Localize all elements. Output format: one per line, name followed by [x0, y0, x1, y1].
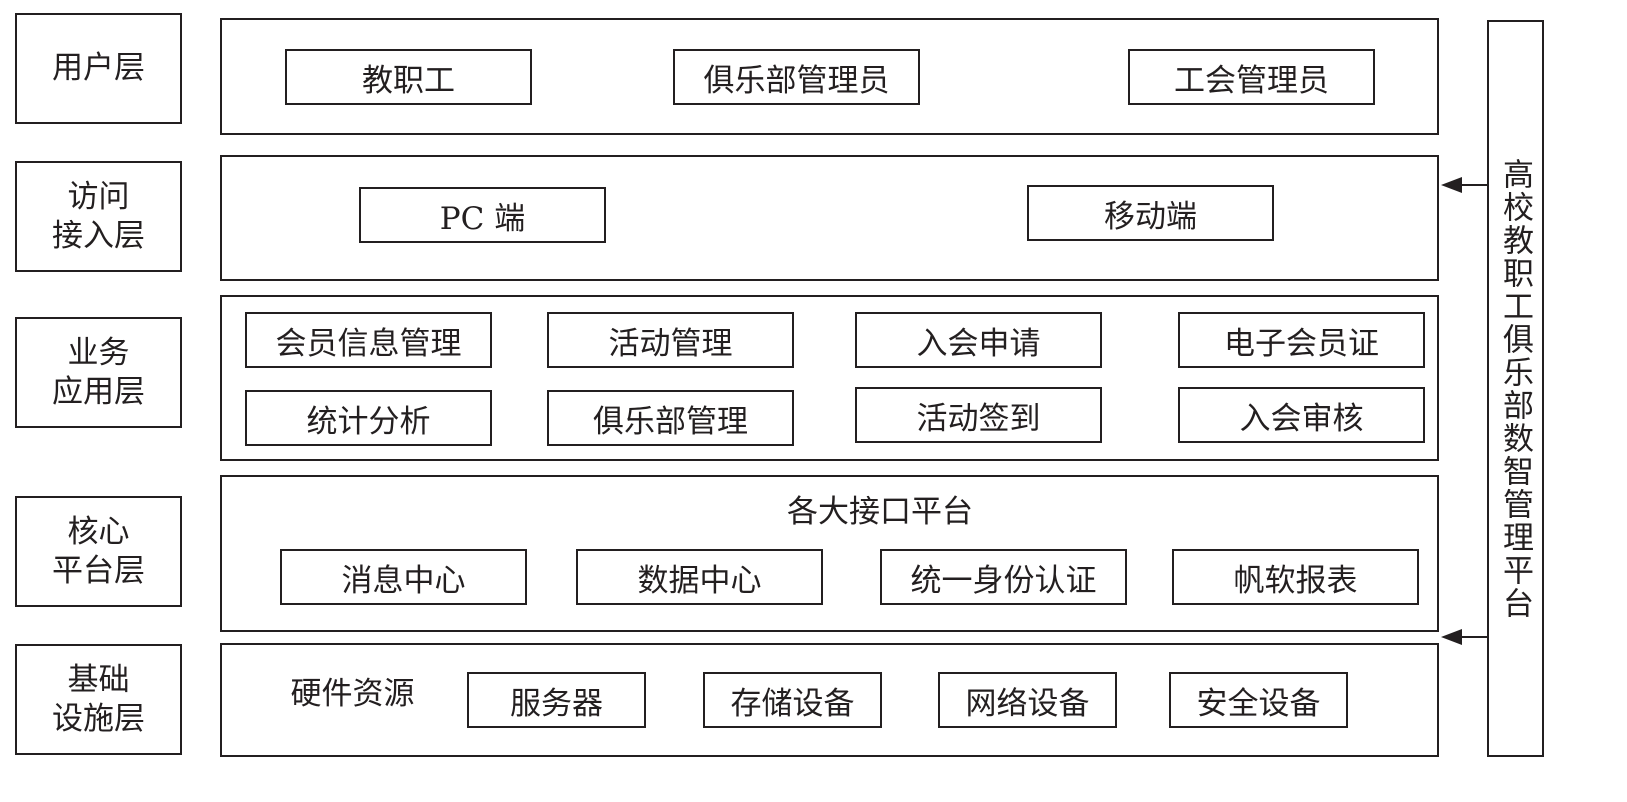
core-item-message-center: 消息中心	[280, 549, 527, 605]
arrow-to-access-layer	[1441, 177, 1487, 193]
layer-label-user: 用户层	[15, 13, 182, 124]
core-item-data-center: 数据中心	[576, 549, 823, 605]
layer-label-infra-line2: 设施层	[52, 700, 145, 737]
layer-label-business: 业务 应用层	[15, 317, 182, 428]
infra-layer-title: 硬件资源	[290, 675, 415, 712]
core-item-unified-auth: 统一身份认证	[880, 549, 1127, 605]
layer-label-infra: 基础 设施层	[15, 644, 182, 755]
layer-label-user-text: 用户层	[52, 50, 145, 87]
access-layer-item-mobile: 移动端	[1027, 185, 1274, 241]
user-layer-item-union-admin: 工会管理员	[1128, 49, 1375, 105]
business-item-activity-mgmt: 活动管理	[547, 312, 794, 368]
infra-item-network: 网络设备	[938, 672, 1117, 728]
platform-side-label: 高校教职工俱乐部数智管理平台	[1497, 157, 1533, 620]
layer-label-core-line2: 平台层	[52, 552, 145, 589]
layer-label-business-line2: 应用层	[52, 373, 145, 410]
access-layer-item-pc: PC 端	[359, 187, 606, 243]
user-layer-item-club-admin: 俱乐部管理员	[673, 49, 920, 105]
arrow-to-core-layer	[1441, 629, 1487, 645]
layer-label-core-line1: 核心	[67, 513, 130, 550]
core-layer-title: 各大接口平台	[787, 493, 973, 530]
platform-side-panel: 高校教职工俱乐部数智管理平台	[1487, 20, 1544, 757]
layer-label-core: 核心 平台层	[15, 496, 182, 607]
core-item-fanruan-report: 帆软报表	[1172, 549, 1419, 605]
layer-label-business-line1: 业务	[67, 334, 130, 371]
business-item-statistics: 统计分析	[245, 390, 492, 446]
business-item-join-apply: 入会申请	[855, 312, 1102, 368]
layer-label-infra-line1: 基础	[67, 661, 130, 698]
business-item-e-member-card: 电子会员证	[1178, 312, 1425, 368]
infra-item-server: 服务器	[467, 672, 646, 728]
business-item-activity-checkin: 活动签到	[855, 387, 1102, 443]
business-item-join-review: 入会审核	[1178, 387, 1425, 443]
infra-item-security: 安全设备	[1169, 672, 1348, 728]
layer-label-access-line1: 访问	[67, 178, 130, 215]
layer-label-access-line2: 接入层	[52, 217, 145, 254]
user-layer-item-staff: 教职工	[285, 49, 532, 105]
business-item-club-mgmt: 俱乐部管理	[547, 390, 794, 446]
layer-label-access: 访问 接入层	[15, 161, 182, 272]
infra-item-storage: 存储设备	[703, 672, 882, 728]
business-item-member-info: 会员信息管理	[245, 312, 492, 368]
